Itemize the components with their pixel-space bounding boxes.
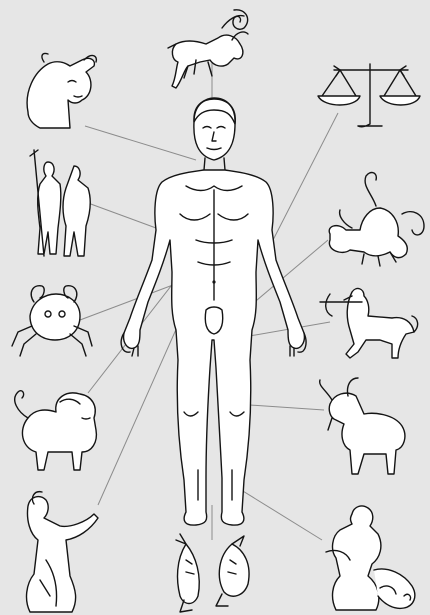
human-figure — [121, 98, 306, 525]
pisces-fish-icon — [176, 534, 249, 612]
taurus-bull-icon — [27, 53, 96, 128]
cancer-crab-icon — [12, 286, 92, 356]
connector-libra — [272, 113, 338, 242]
connector-capricorn — [250, 405, 324, 410]
aquarius-water-bearer-icon — [326, 506, 415, 610]
sagittarius-archer-icon — [320, 289, 418, 358]
libra-scales-icon — [318, 64, 420, 127]
connector-gemini — [88, 203, 156, 228]
virgo-maiden-icon — [27, 492, 98, 612]
gemini-twins-icon — [30, 150, 90, 256]
connector-taurus — [85, 126, 196, 160]
capricorn-goat-icon — [320, 378, 405, 474]
aries-ram-icon — [168, 10, 248, 88]
leo-lion-icon — [15, 391, 97, 470]
scorpio-scorpion-icon — [329, 173, 424, 266]
connector-aquarius — [238, 488, 322, 540]
